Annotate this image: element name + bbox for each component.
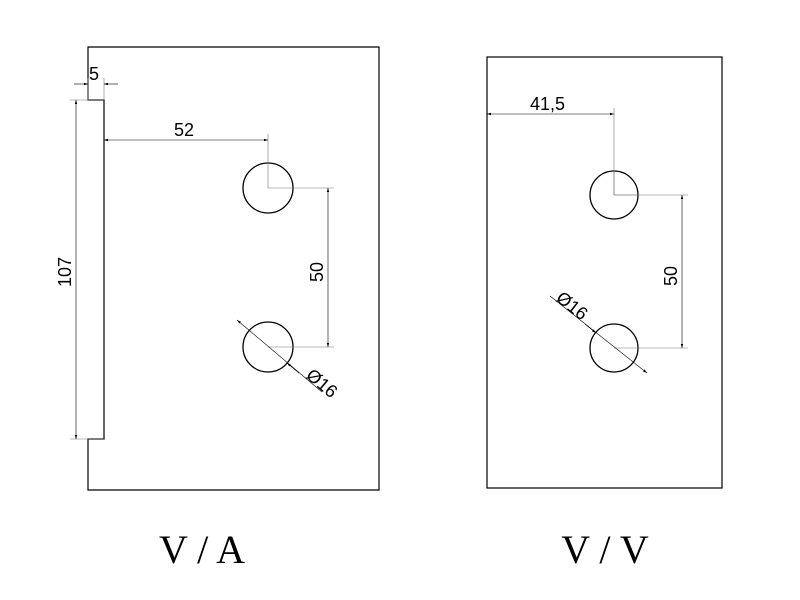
drawing-va: 5 52 50 107 Ø16 V / A (55, 46, 380, 572)
dim-va-notch-length-label: 107 (55, 257, 75, 287)
dim-va-hole-spacing-label: 50 (307, 262, 327, 282)
dim-va-notch: 5 (74, 64, 118, 100)
dim-va-edge-to-hole-label: 52 (174, 120, 194, 140)
dim-vv-hole-spacing: 50 (614, 194, 688, 349)
dim-va-notch-length: 107 (55, 99, 104, 440)
plate-va-outline (87, 46, 380, 491)
caption-va: V / A (159, 527, 245, 572)
drawing-vv: 41,5 50 Ø16 V / V (486, 56, 723, 572)
dim-vv-hole-spacing-label: 50 (661, 266, 681, 286)
dim-va-notch-label: 5 (89, 64, 99, 84)
dim-va-hole-diameter-label: Ø16 (302, 365, 341, 402)
dim-vv-edge-to-hole-label: 41,5 (530, 94, 565, 114)
plate-vv-outline (486, 56, 723, 489)
caption-vv: V / V (561, 527, 649, 572)
dim-va-edge-to-hole: 52 (104, 120, 269, 188)
dim-vv-hole-diameter-label: Ø16 (553, 287, 592, 324)
dim-va-hole-spacing: 50 (268, 187, 334, 348)
dim-vv-edge-to-hole: 41,5 (487, 94, 615, 195)
